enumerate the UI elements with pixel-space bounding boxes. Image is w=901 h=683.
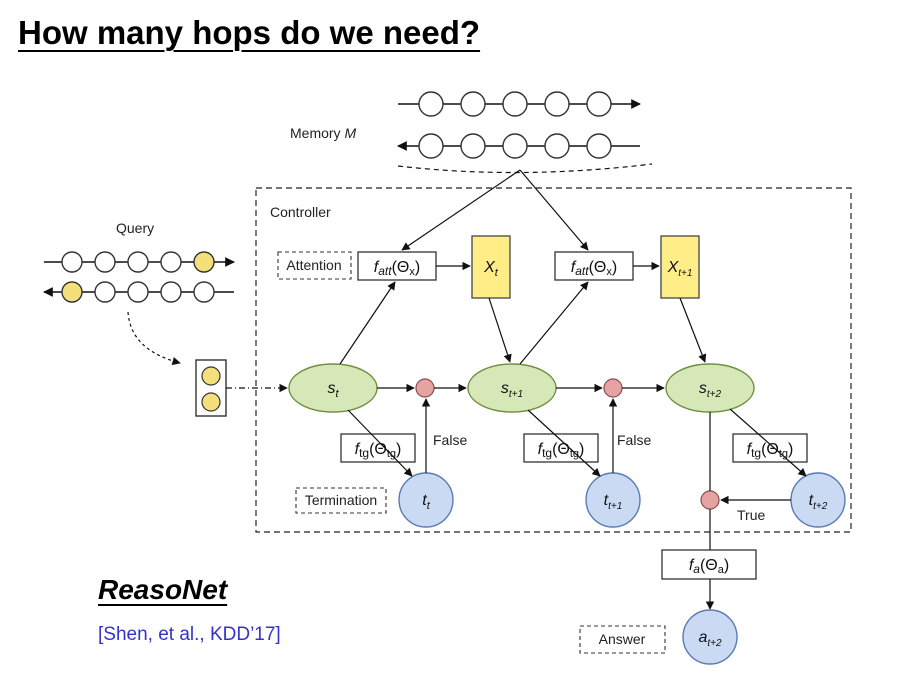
f-tg-label-2: ftg(Θtg) [538,441,585,460]
query-cell [160,251,182,273]
attended-x-t1-label: Xt+1 [667,259,693,279]
query-cell [94,281,116,303]
f-tg-box-1 [340,433,416,463]
query-bottom-chain [43,281,234,303]
answer-label-box [579,625,666,654]
controller-label: Controller [270,204,331,220]
gate-1 [415,378,435,398]
answer-node [682,609,738,665]
query-label: Query [116,220,154,236]
answer-node-label: at+2 [698,629,722,649]
memory-cell [418,133,444,159]
f-att-label-1: fatt(Θx) [374,259,420,278]
answer-label: Answer [599,631,646,647]
query-top-chain [44,251,235,273]
memory-label: Memory M [290,125,356,141]
memory-cell [460,91,486,117]
state-s-t1 [467,363,557,413]
query-cell-highlight [193,251,215,273]
true-label: True [737,507,765,523]
attended-x-t [471,235,511,299]
state-t1-to-f-att-2-arrow [519,281,589,365]
query-cell [193,281,215,303]
memory-bottom-chain [397,133,640,159]
state-s-t2-label: st+2 [699,380,722,400]
memory-cell [586,133,612,159]
query-cell [127,281,149,303]
memory-cell [586,91,612,117]
gate-3 [700,490,720,510]
query-cell [127,251,149,273]
state-s-t2 [665,363,755,413]
f-tg-box-3 [732,433,808,463]
memory-cell [460,133,486,159]
state-s-t-label: st [327,380,339,400]
state-t1-to-termination-arrow [527,409,601,477]
termination-t1 [585,472,641,528]
query-cell-highlight [61,281,83,303]
f-a-label: fa(Θa) [689,557,729,576]
query-encoding-cell [201,392,221,412]
false-label-1: False [433,432,467,448]
f-a-box [661,549,757,580]
query-cell [61,251,83,273]
memory-top-chain [398,91,641,117]
memory-to-f-att-2-arrow [519,169,589,251]
state-s-t1-label: st+1 [501,380,523,400]
memory-cell [502,133,528,159]
gate-2 [603,378,623,398]
attended-x-t-label: Xt [483,259,499,279]
state-t2-to-termination-arrow [729,408,807,477]
query-cell [160,281,182,303]
memory-cell [502,91,528,117]
memory-cell [544,91,570,117]
controller-box [255,187,852,533]
state-t-to-termination-arrow [347,409,413,477]
termination-label: Termination [305,492,377,508]
memory-cell [418,91,444,117]
memory-brace [397,163,653,174]
query-encode-arrow [127,311,181,366]
termination-t2-label: tt+2 [809,492,828,512]
citation: [Shen, et al., KDD’17] [98,624,281,645]
f-tg-label-3: ftg(Θtg) [747,441,794,460]
state-t-to-f-att-1-arrow [339,281,396,365]
x-t-to-state-t1-arrow [488,297,512,363]
page-title: How many hops do we need? [18,14,481,51]
attention-label-box [277,251,352,280]
f-att-box-2 [554,251,634,281]
attention-label: Attention [286,257,341,273]
termination-label-box [295,487,387,514]
false-label-2: False [617,432,651,448]
termination-t2 [790,472,846,528]
x-t1-to-state-t2-arrow [679,297,707,363]
termination-t-label: tt [422,492,430,512]
memory-to-f-att-1-arrow [401,169,521,251]
model-name: ReasoNet [98,574,228,605]
memory-cell [544,133,570,159]
f-att-label-2: fatt(Θx) [571,259,617,278]
query-encoding-cell [201,366,221,386]
termination-t1-label: tt+1 [604,492,623,512]
query-cell [94,251,116,273]
f-tg-box-2 [523,433,599,463]
